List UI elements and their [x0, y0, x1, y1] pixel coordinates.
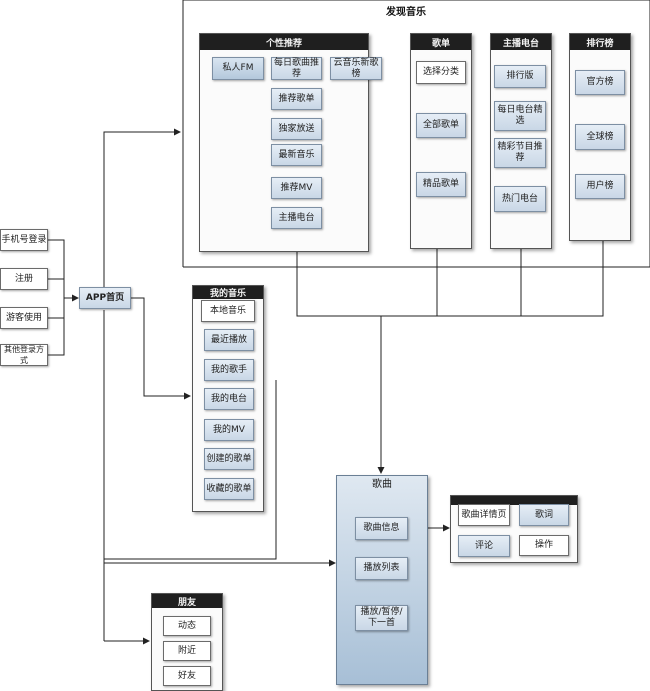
play-controls-node[interactable]: 播放/暂停/下一首 [355, 605, 408, 631]
new-song-chart-node[interactable]: 云音乐新歌榜 [330, 57, 382, 80]
song-detail-panel-head [451, 496, 577, 505]
latest-music-node[interactable]: 最新音乐 [271, 144, 322, 166]
rank-panel-title: 排行榜 [570, 34, 630, 50]
local-music-node[interactable]: 本地音乐 [201, 300, 255, 322]
my-singers-node[interactable]: 我的歌手 [204, 359, 254, 381]
song-info-node[interactable]: 歌曲信息 [355, 517, 408, 540]
mymusic-panel-title: 我的音乐 [193, 286, 263, 299]
recent-play-node[interactable]: 最近播放 [204, 329, 254, 351]
friends-panel-title: 朋友 [152, 594, 222, 608]
official-chart-node[interactable]: 官方榜 [575, 70, 625, 95]
lyrics-node[interactable]: 歌词 [519, 504, 569, 526]
user-chart-node[interactable]: 用户榜 [575, 174, 625, 199]
created-playlists-node[interactable]: 创建的歌单 [204, 448, 254, 470]
personal-panel-title: 个性推荐 [200, 34, 368, 50]
action-node[interactable]: 操作 [519, 535, 569, 556]
personal-fm-node[interactable]: 私人FM [212, 57, 264, 80]
play-list-node[interactable]: 播放列表 [355, 557, 408, 580]
anchor-radio-node[interactable]: 主播电台 [271, 207, 322, 229]
choose-category-node[interactable]: 选择分类 [416, 61, 466, 84]
discover-title: 发现音乐 [386, 7, 426, 18]
global-chart-node[interactable]: 全球榜 [575, 124, 625, 150]
phone-login-node[interactable]: 手机号登录 [0, 229, 48, 251]
saved-playlists-node[interactable]: 收藏的歌单 [204, 478, 254, 500]
my-radio-node[interactable]: 我的电台 [204, 388, 254, 410]
playlist-panel-title: 歌单 [411, 34, 471, 50]
recommended-playlists-node[interactable]: 推荐歌单 [271, 88, 322, 110]
daily-radio-node[interactable]: 每日电台精选 [494, 101, 546, 131]
radio-ranking-node[interactable]: 排行版 [494, 65, 546, 88]
radio-panel-title: 主播电台 [491, 34, 551, 50]
song-panel-title: 歌曲 [372, 478, 392, 490]
discover-region-outline [182, 0, 650, 267]
daily-songs-node[interactable]: 每日歌曲推荐 [271, 57, 322, 80]
app-home-node[interactable]: APP首页 [79, 287, 131, 309]
featured-programs-node[interactable]: 精彩节目推荐 [494, 138, 546, 168]
my-mv-node[interactable]: 我的MV [204, 419, 254, 441]
all-playlists-node[interactable]: 全部歌单 [416, 113, 466, 138]
comment-node[interactable]: 评论 [458, 535, 510, 557]
nearby-node[interactable]: 附近 [163, 641, 211, 661]
dynamics-node[interactable]: 动态 [163, 616, 211, 636]
premium-playlists-node[interactable]: 精品歌单 [416, 172, 466, 197]
other-login-node[interactable]: 其他登录方式 [0, 344, 48, 366]
hot-radio-node[interactable]: 热门电台 [494, 186, 546, 212]
exclusive-node[interactable]: 独家放送 [271, 118, 322, 140]
register-node[interactable]: 注册 [0, 268, 48, 290]
recommended-mv-node[interactable]: 推荐MV [271, 177, 322, 199]
guest-node[interactable]: 游客使用 [0, 307, 48, 329]
song-panel [336, 475, 428, 685]
friend-list-node[interactable]: 好友 [163, 666, 211, 686]
song-detail-page-node[interactable]: 歌曲详情页 [458, 504, 510, 526]
